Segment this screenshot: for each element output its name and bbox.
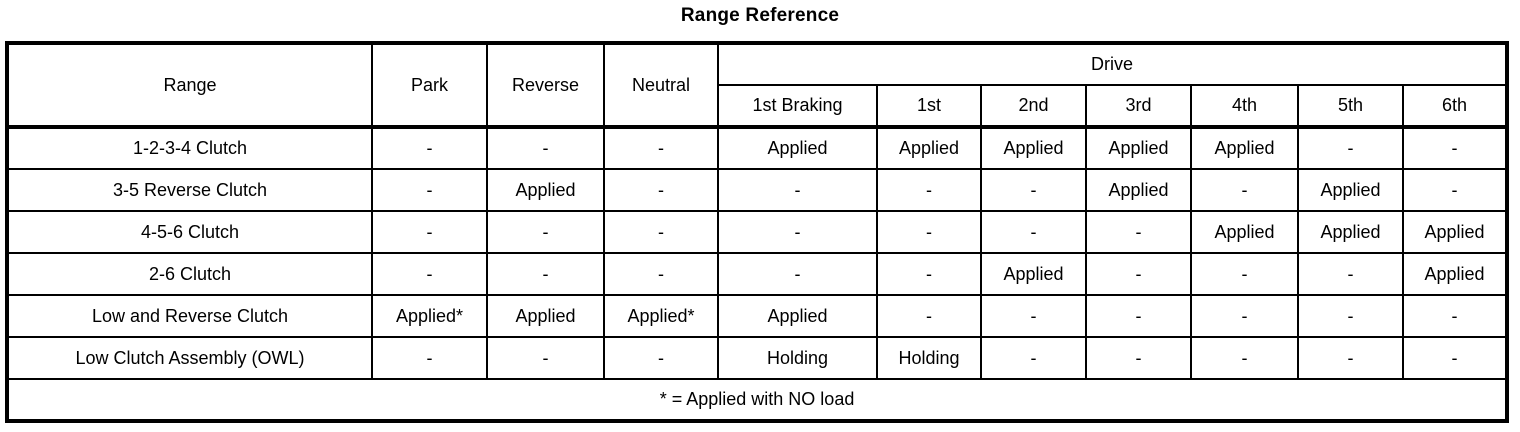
table-cell: Holding: [717, 336, 878, 380]
table-cell: -: [1297, 294, 1404, 338]
header-row-subcolumns: 1st Braking 1st 2nd 3rd 4th 5th 6th: [7, 84, 1509, 128]
table-row: Low Clutch Assembly (OWL) - - - Holding …: [6, 336, 1509, 380]
table-cell: -: [1401, 294, 1509, 338]
table-cell: -: [371, 168, 488, 212]
table-cell: Applied: [1085, 125, 1192, 170]
table-cell: -: [717, 168, 878, 212]
table-cell: -: [603, 210, 719, 254]
table-cell: -: [1085, 252, 1192, 296]
table-cell: Applied: [980, 252, 1087, 296]
table-row: 2-6 Clutch - - - - - Applied - - - Appli…: [6, 252, 1509, 296]
column-header-3rd: 3rd: [1085, 84, 1192, 128]
table-cell: -: [1190, 252, 1299, 296]
table-cell: -: [371, 125, 488, 170]
table-cell: -: [486, 210, 605, 254]
column-header-5th: 5th: [1297, 84, 1404, 128]
table-cell: Applied: [717, 125, 878, 170]
table-cell: -: [876, 168, 982, 212]
table-cell: -: [980, 294, 1087, 338]
table-cell: Applied: [1190, 210, 1299, 254]
range-reference-table-container: Range Park Reverse Neutral Drive 1st Bra…: [5, 41, 1510, 423]
row-label: 4-5-6 Clutch: [6, 210, 373, 254]
table-cell: -: [486, 125, 605, 170]
row-label: Low Clutch Assembly (OWL): [6, 336, 373, 380]
column-header-park: Park: [371, 42, 488, 128]
column-header-6th: 6th: [1401, 84, 1509, 128]
table-cell: -: [371, 252, 488, 296]
column-header-2nd: 2nd: [980, 84, 1087, 128]
table-cell: -: [603, 252, 719, 296]
table-cell: -: [876, 252, 982, 296]
table-cell: -: [1297, 252, 1404, 296]
table-cell: Applied: [1297, 168, 1404, 212]
table-cell: -: [1190, 168, 1299, 212]
table-cell: -: [1085, 294, 1192, 338]
table-cell: -: [603, 125, 719, 170]
table-cell: -: [1085, 336, 1192, 380]
table-cell: -: [486, 336, 605, 380]
table-cell: -: [371, 210, 488, 254]
table-cell: -: [717, 252, 878, 296]
table-cell: Applied*: [603, 294, 719, 338]
column-header-1st: 1st: [876, 84, 982, 128]
table-cell: Holding: [876, 336, 982, 380]
row-label: 1-2-3-4 Clutch: [6, 125, 373, 170]
table-cell: Applied: [1085, 168, 1192, 212]
row-label: 3-5 Reverse Clutch: [6, 168, 373, 212]
footnote-row: * = Applied with NO load: [5, 378, 1509, 422]
table-row: 4-5-6 Clutch - - - - - - - Applied Appli…: [6, 210, 1509, 254]
table-row: 3-5 Reverse Clutch - Applied - - - - App…: [6, 168, 1509, 212]
table-cell: Applied: [1401, 252, 1509, 296]
table-cell: -: [1401, 125, 1509, 170]
table-cell: Applied: [980, 125, 1087, 170]
table-cell: Applied: [486, 294, 605, 338]
table-cell: -: [1190, 336, 1299, 380]
table-cell: -: [1401, 168, 1509, 212]
table-cell: -: [717, 210, 878, 254]
table-cell: -: [980, 210, 1087, 254]
table-cell: -: [371, 336, 488, 380]
table-cell: Applied: [876, 125, 982, 170]
table-footnote: * = Applied with NO load: [5, 378, 1509, 422]
table-cell: -: [1085, 210, 1192, 254]
column-header-range: Range: [6, 42, 373, 128]
table-cell: -: [603, 336, 719, 380]
table-cell: -: [486, 252, 605, 296]
table-body: 1-2-3-4 Clutch - - - Applied Applied App…: [5, 125, 1509, 422]
row-label: 2-6 Clutch: [6, 252, 373, 296]
column-header-4th: 4th: [1190, 84, 1299, 128]
table-cell: -: [603, 168, 719, 212]
row-label: Low and Reverse Clutch: [6, 294, 373, 338]
table-header: Range Park Reverse Neutral Drive 1st Bra…: [6, 42, 1509, 128]
table-cell: -: [1401, 336, 1509, 380]
column-header-neutral: Neutral: [603, 42, 719, 128]
range-reference-table: Range Park Reverse Neutral Drive 1st Bra…: [5, 41, 1510, 423]
table-cell: Applied: [1190, 125, 1299, 170]
table-cell: Applied*: [371, 294, 488, 338]
column-header-1st-braking: 1st Braking: [717, 84, 878, 128]
header-row-group: Range Park Reverse Neutral Drive: [6, 42, 1509, 128]
table-cell: Applied: [486, 168, 605, 212]
table-cell: -: [980, 168, 1087, 212]
table-cell: -: [876, 294, 982, 338]
table-cell: Applied: [717, 294, 878, 338]
page-title: Range Reference: [680, 5, 840, 26]
table-cell: -: [1297, 336, 1404, 380]
column-header-reverse: Reverse: [486, 42, 605, 128]
table-cell: -: [980, 336, 1087, 380]
table-cell: -: [1297, 125, 1404, 170]
table-cell: -: [1190, 294, 1299, 338]
table-row: Low and Reverse Clutch Applied* Applied …: [6, 294, 1509, 338]
table-cell: Applied: [1297, 210, 1404, 254]
column-group-header-drive: Drive: [716, 42, 1509, 86]
table-cell: -: [876, 210, 982, 254]
table-cell: Applied: [1401, 210, 1509, 254]
table-row: 1-2-3-4 Clutch - - - Applied Applied App…: [6, 125, 1509, 170]
